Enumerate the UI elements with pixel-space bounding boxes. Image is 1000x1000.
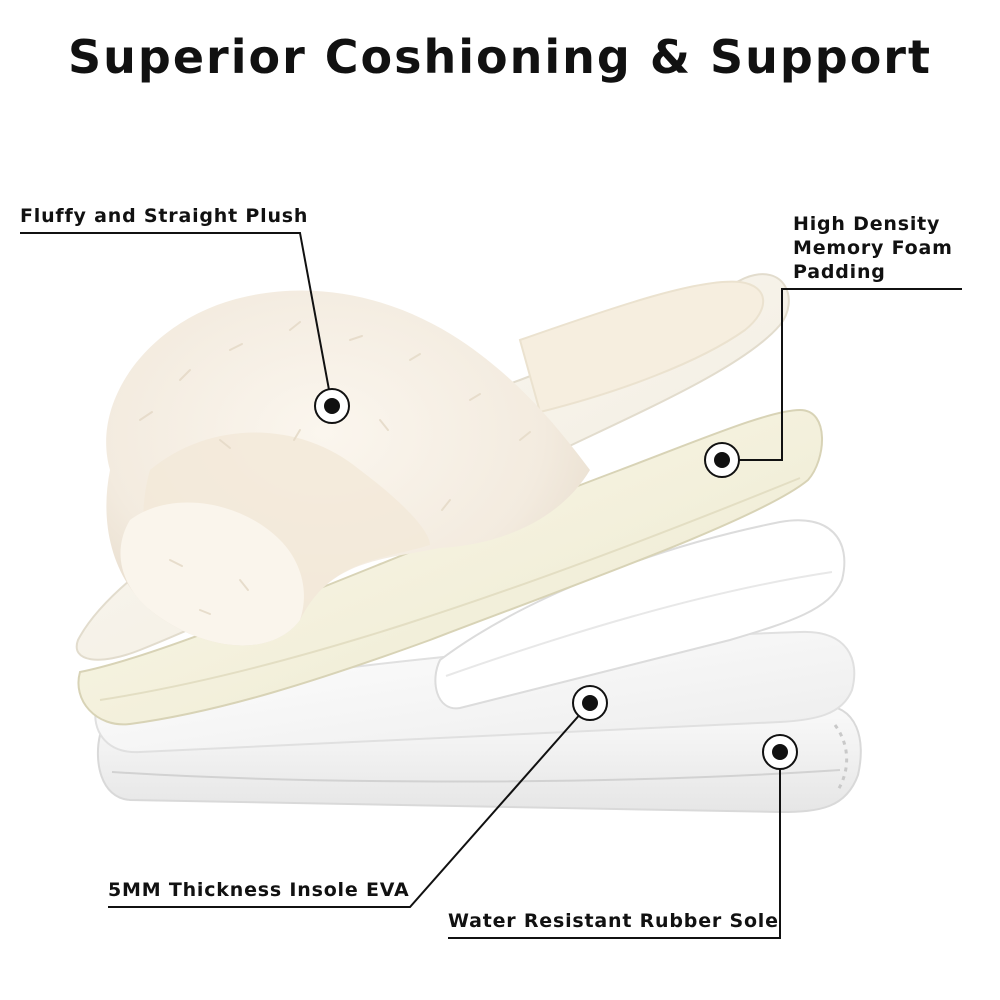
callout-foam-line-1: High Density: [793, 213, 941, 235]
page-title: Superior Coshioning & Support: [68, 30, 932, 84]
marker-eva: [572, 685, 608, 721]
foam-leader-line: [722, 288, 962, 461]
plush-leader-line: [20, 232, 333, 407]
callout-plush-label: Fluffy and Straight Plush: [20, 205, 309, 227]
callout-foam-label: High Density Memory Foam Padding: [793, 212, 953, 284]
marker-plush: [314, 388, 350, 424]
callout-foam-line-3: Padding: [793, 261, 886, 283]
sole-leader-line: [448, 752, 781, 939]
callout-sole-label: Water Resistant Rubber Sole: [448, 910, 779, 932]
eva-leader-line: [108, 702, 591, 908]
callout-eva-label: 5MM Thickness Insole EVA: [108, 879, 410, 901]
fluffy-plush-strap: [106, 290, 591, 646]
callout-lines: [20, 232, 962, 939]
marker-sole: [762, 734, 798, 770]
marker-foam: [704, 442, 740, 478]
callout-foam-line-2: Memory Foam: [793, 237, 953, 259]
